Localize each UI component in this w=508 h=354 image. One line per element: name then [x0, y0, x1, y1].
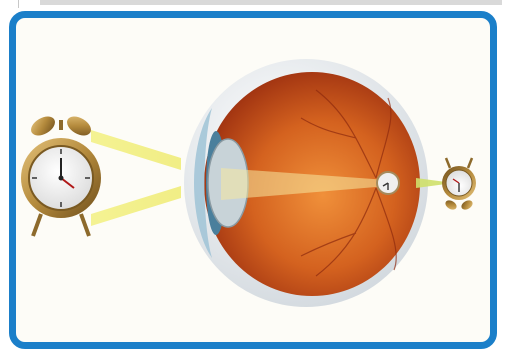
top-strip: [0, 0, 508, 8]
diagram-frame: [9, 11, 497, 349]
top-strip-bar: [40, 0, 502, 5]
light-beam-upper: [91, 130, 181, 170]
retina-image: [377, 172, 399, 194]
eye-diagram: [16, 18, 490, 342]
light-beam-lower: [91, 186, 181, 226]
light-beam-optic: [416, 178, 446, 188]
inverted-clock-icon: [442, 158, 476, 211]
alarm-clock-icon: [21, 113, 101, 236]
top-strip-tick: [18, 0, 19, 8]
